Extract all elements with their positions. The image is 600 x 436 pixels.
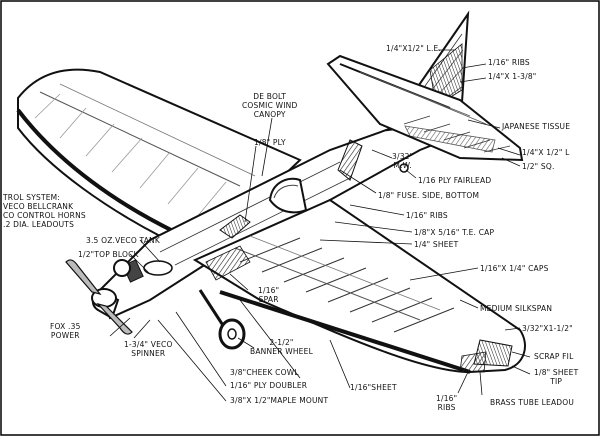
- label-te-cap: 1/8"X 5/16" T.E. CAP: [414, 228, 495, 237]
- label-debolt-canopy: DE BOLT COSMIC WIND CANOPY: [242, 92, 297, 119]
- label-veco-tank: 3.5 OZ.VECO TANK: [86, 236, 160, 245]
- label-eighth-ply: 1/8" PLY: [254, 138, 286, 147]
- label-control-horns: CO CONTROL HORNS: [3, 211, 86, 220]
- horizontal-stabilizer: [326, 54, 524, 162]
- label-control-leadouts: .2 DIA. LEADOUTS: [3, 220, 75, 229]
- label-cosmic-wind-line: COSMIC WIND: [242, 101, 298, 110]
- label-control-title: TROL SYSTEM:: [3, 193, 61, 202]
- label-leading-edge: 1/4"X1/2" L.E.: [386, 44, 442, 53]
- label-spar-text: SPAR: [258, 295, 279, 304]
- label-wheel-size: 2-1/2": [269, 338, 294, 347]
- label-quarter-sheet: 1/4" SHEET: [414, 240, 459, 249]
- label-mw-text: M.W.: [393, 161, 412, 170]
- label-top-block: 1/2"TOP BLOCK: [78, 250, 139, 259]
- label-scrap-fill: SCRAP FIL: [534, 352, 574, 361]
- fuselage: [65, 110, 471, 335]
- label-wheel-text: BANNER WHEEL: [250, 347, 313, 356]
- label-bottom-ribs: 1/16" RIBS: [436, 394, 457, 412]
- label-bottom-ribs-size: 1/16": [436, 394, 458, 403]
- label-cheek-cowl: 3/8"CHEEK COWL: [230, 368, 299, 377]
- label-mw-size: 3/32": [392, 152, 414, 161]
- label-spar-size: 1/16": [258, 286, 280, 295]
- leader-lines: [109, 49, 531, 402]
- label-spinner-text: SPINNER: [131, 349, 166, 358]
- label-brass-tube: BRASS TUBE LEADOU: [490, 398, 575, 407]
- label-debolt-line: DE BOLT: [253, 92, 287, 101]
- label-tail-leading-edge: 1/4"X 1/2" L: [522, 148, 570, 157]
- label-spinner-size: 1-3/4" VECO: [124, 340, 173, 349]
- label-silkspan: MEDIUM SILKSPAN: [480, 304, 553, 313]
- label-sheet-tip: 1/8" SHEET TIP: [534, 368, 578, 386]
- label-tail-ribs: 1/16" RIBS: [488, 58, 530, 67]
- label-japanese-tissue: JAPANESE TISSUE: [502, 122, 571, 131]
- right-wing: [192, 198, 526, 374]
- label-spar: 1/16" SPAR: [258, 286, 279, 304]
- label-canopy-line: CANOPY: [253, 110, 286, 119]
- label-tip-spar: 3/32"X1-1/2": [522, 324, 573, 333]
- label-bottom-ribs-text: RIBS: [437, 403, 456, 412]
- label-tail-spar: 1/4"X 1-3/8": [488, 72, 537, 81]
- label-fox-power-text: POWER: [50, 331, 80, 340]
- label-fox-power: FOX .35 POWER: [50, 322, 81, 340]
- label-sheet-tip-text: TIP: [550, 377, 563, 386]
- label-control-system: TROL SYSTEM: VECO BELLCRANK CO CONTROL H…: [3, 193, 86, 229]
- label-sixteenth-sheet: 1/16"SHEET: [350, 383, 397, 392]
- label-half-square: 1/2" SQ.: [522, 162, 555, 171]
- label-veco-spinner: 1-3/4" VECO SPINNER: [124, 340, 173, 358]
- label-caps: 1/16"X 1/4" CAPS: [480, 264, 549, 273]
- label-control-bellcrank: VECO BELLCRANK: [3, 202, 74, 211]
- label-fuse-side-bottom: 1/8" FUSE. SIDE, BOTTOM: [378, 191, 480, 200]
- label-banner-wheel: 2-1/2" BANNER WHEEL: [250, 338, 313, 356]
- label-fox-engine: FOX .35: [50, 322, 81, 331]
- label-wing-ribs: 1/16" RIBS: [406, 211, 448, 220]
- label-sheet-tip-size: 1/8" SHEET: [534, 368, 579, 377]
- label-ply-fairlead: 1/16 PLY FAIRLEAD: [418, 176, 492, 185]
- label-music-wire: 3/32" M.W.: [392, 152, 413, 170]
- label-ply-doubler: 1/16" PLY DOUBLER: [230, 381, 308, 390]
- landing-gear: [113, 163, 409, 350]
- label-maple-mount: 3/8"X 1/2"MAPLE MOUNT: [230, 396, 329, 405]
